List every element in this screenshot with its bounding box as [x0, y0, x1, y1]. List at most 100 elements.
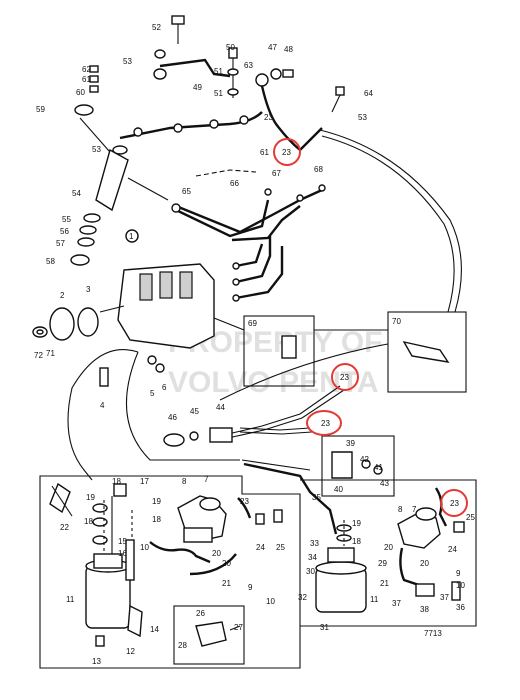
label-19b: 19: [152, 497, 161, 506]
label-18a: 18: [112, 477, 121, 486]
label-20d: 20: [420, 559, 429, 568]
label-20b: 20: [222, 559, 231, 568]
label-11b: 11: [370, 595, 379, 604]
label-22: 22: [60, 523, 69, 532]
label-63: 63: [244, 61, 253, 70]
label-23-right: 23: [450, 499, 459, 508]
label-30: 30: [306, 567, 315, 576]
label-37a: 37: [392, 599, 401, 608]
label-61: 61: [82, 75, 91, 84]
label-12: 12: [126, 647, 135, 656]
label-67: 67: [272, 169, 281, 178]
label-5: 5: [150, 389, 155, 398]
label-13: 13: [92, 657, 101, 666]
watermark-line-2: VOLVO PENTA: [168, 366, 379, 399]
label-10b: 10: [266, 597, 275, 606]
label-25a: 25: [276, 543, 285, 552]
highlight-23-lower: [306, 410, 342, 436]
label-24b: 24: [448, 545, 457, 554]
label-25b: 25: [466, 513, 475, 522]
label-19c: 19: [352, 519, 361, 528]
label-46: 46: [168, 413, 177, 422]
label-68: 68: [314, 165, 323, 174]
label-7b: 7: [412, 505, 417, 514]
label-27: 27: [234, 623, 243, 632]
label-51a: 51: [214, 67, 223, 76]
label-20c: 20: [384, 543, 393, 552]
label-18c: 18: [152, 515, 161, 524]
frame-70: [387, 311, 467, 393]
label-61b: 61: [260, 148, 269, 157]
label-23-plain-a: 23: [264, 113, 273, 122]
label-16: 16: [118, 549, 127, 558]
label-3: 3: [86, 285, 91, 294]
label-53a: 53: [123, 57, 132, 66]
washer-53: [153, 68, 167, 80]
label-18b: 18: [84, 517, 93, 526]
label-40: 40: [334, 485, 343, 494]
clamp-59: [74, 104, 94, 116]
label-18d: 18: [352, 537, 361, 546]
label-1: 1: [129, 232, 134, 241]
label-51b: 51: [214, 89, 223, 98]
label-31: 31: [320, 623, 329, 632]
label-65: 65: [182, 187, 191, 196]
label-64: 64: [364, 89, 373, 98]
label-9b: 9: [456, 569, 461, 578]
label-53c: 53: [92, 145, 101, 154]
label-53b: 53: [358, 113, 367, 122]
label-6: 6: [162, 383, 167, 392]
label-47: 47: [268, 43, 277, 52]
label-4: 4: [100, 401, 105, 410]
label-20a: 20: [212, 549, 221, 558]
label-52: 52: [152, 23, 161, 32]
fitting-44: [209, 427, 233, 443]
middle-lines: [67, 343, 389, 481]
label-2: 2: [60, 291, 65, 300]
label-50: 50: [226, 43, 235, 52]
right-detail-box: [241, 459, 477, 627]
label-35: 35: [312, 493, 321, 502]
label-19a: 19: [86, 493, 95, 502]
detail-box-39: [321, 435, 395, 497]
label-44: 44: [216, 403, 225, 412]
label-29: 29: [378, 559, 387, 568]
label-62: 62: [82, 65, 91, 74]
label-26: 26: [196, 609, 205, 618]
injection-pipes: [171, 184, 326, 302]
injector-54: [95, 148, 129, 212]
label-8: 8: [182, 477, 187, 486]
label-70: 70: [392, 317, 401, 326]
label-39: 39: [346, 439, 355, 448]
label-41: 41: [374, 463, 383, 472]
label-71: 71: [46, 349, 55, 358]
bolt-52: [171, 15, 185, 25]
label-10a: 10: [140, 543, 149, 552]
highlight-23-right: [440, 489, 468, 517]
label-23-middle: 23: [340, 373, 349, 382]
label-58: 58: [46, 257, 55, 266]
label-49: 49: [193, 83, 202, 92]
injection-pump: [32, 229, 215, 387]
frame-69: [243, 315, 315, 387]
label-54: 54: [72, 189, 81, 198]
label-57: 57: [56, 239, 65, 248]
label-48: 48: [284, 45, 293, 54]
highlight-23-middle: [331, 363, 359, 391]
highlight-23-top: [273, 138, 301, 166]
detail-frames: [213, 311, 467, 393]
label-23-top: 23: [282, 148, 291, 157]
label-69: 69: [248, 319, 257, 328]
label-14: 14: [150, 625, 159, 634]
label-55: 55: [62, 215, 71, 224]
label-9a: 9: [248, 583, 253, 592]
label-38: 38: [420, 605, 429, 614]
label-42: 42: [360, 455, 369, 464]
label-36: 36: [456, 603, 465, 612]
label-34: 34: [308, 553, 317, 562]
label-21b: 21: [380, 579, 389, 588]
injector-assembly: [70, 15, 462, 313]
label-11a: 11: [66, 595, 75, 604]
label-8b: 8: [398, 505, 403, 514]
